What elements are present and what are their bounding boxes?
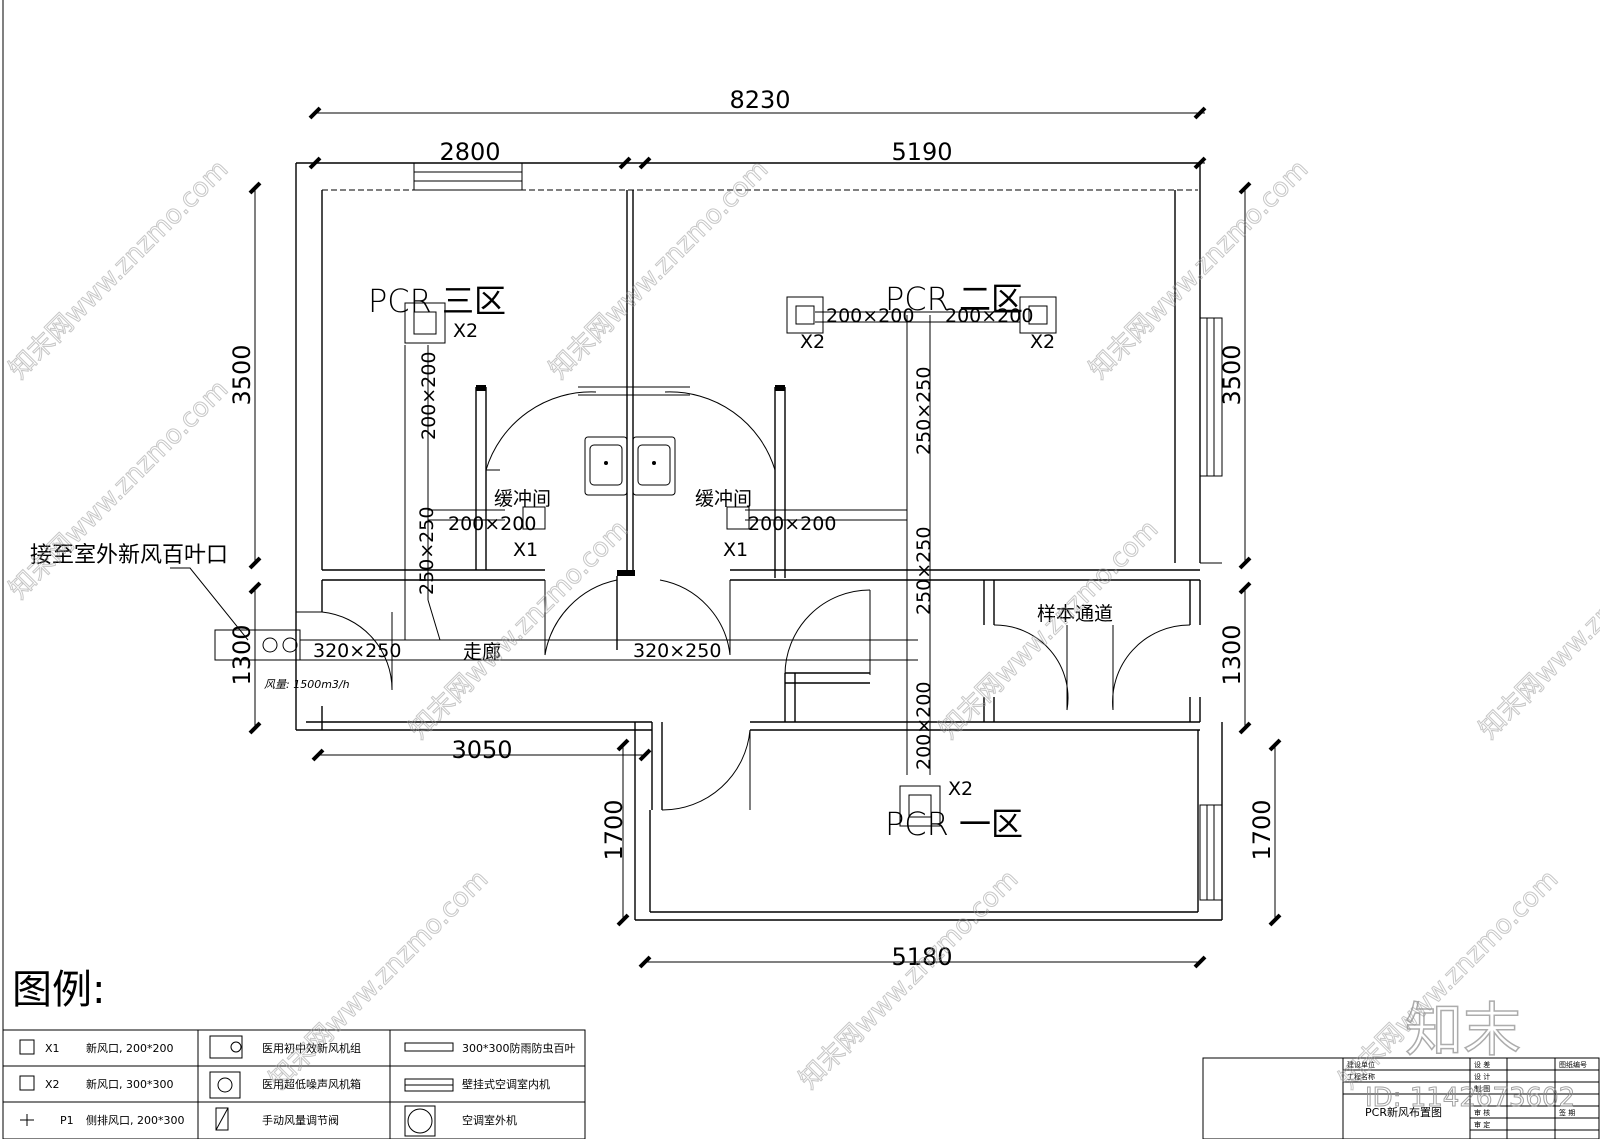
damper-icon — [215, 1107, 229, 1131]
dim-overall-top: 8230 — [729, 86, 790, 114]
legend-r1-c2-text: 医用初中效新风机组 — [262, 1041, 361, 1055]
room-label-buffer-left: 缓冲间 — [494, 488, 551, 510]
room-label-pcr1: PCR 一区 — [885, 805, 1023, 843]
legend-r1-c1-code: X1 — [45, 1042, 60, 1055]
marker-buffer-right-x1: X1 — [723, 539, 748, 561]
legend-r1-c3-text: 300*300防雨防虫百叶 — [462, 1041, 576, 1055]
airflow-label: 风量: 1500m3/h — [264, 678, 350, 691]
legend-r2-c3-text: 壁挂式空调室内机 — [462, 1077, 550, 1091]
legend-r3-c3-text: 空调室外机 — [462, 1113, 517, 1127]
outdoor-unit-icon — [404, 1105, 436, 1137]
legend-r3-c2-text: 手动风量调节阀 — [262, 1113, 339, 1127]
watermark-7: 知末网www.znzmo.com — [1474, 514, 1600, 745]
legend-r1-c1-text: 新风口, 200*200 — [86, 1041, 173, 1055]
marker-pcr1-x2: X2 — [948, 778, 973, 800]
fan-box-icon — [209, 1071, 241, 1099]
dim-left-middle: 1300 — [228, 624, 256, 685]
duct-200x200-v-left: 200×200 — [418, 352, 440, 440]
legend-table — [2, 1029, 586, 1140]
sink-fixtures — [584, 436, 676, 496]
dim-bottom-left: 3050 — [451, 736, 512, 764]
room-label-pcr2: PCR 二区 — [885, 280, 1023, 318]
dimension-lines — [248, 106, 1282, 969]
dim-top-right: 5190 — [891, 138, 952, 166]
tb-right-0: 图纸编号 — [1559, 1060, 1587, 1069]
dim-right-middle: 1300 — [1218, 624, 1246, 685]
dim-right-lower: 1700 — [1248, 799, 1276, 860]
duct-200x200-buffer-right: 200×200 — [748, 513, 836, 535]
tb-mid-2: 制 图 — [1474, 1084, 1490, 1093]
legend-r2-c1-code: X2 — [45, 1078, 60, 1091]
watermark-8: 知末网www.znzmo.com — [264, 864, 495, 1095]
watermark-9: 知末网www.znzmo.com — [794, 864, 1025, 1095]
tb-mid-0: 设 差 — [1474, 1060, 1490, 1069]
duct-250x250-v-left: 250×250 — [416, 507, 438, 595]
room-label-pcr3: PCR 三区 — [368, 282, 506, 320]
outlet-x1-icon — [19, 1039, 35, 1055]
dim-right-upper: 3500 — [1218, 344, 1246, 405]
marker-pcr2-left-x2: X2 — [800, 331, 825, 353]
watermark-1: 知末网www.znzmo.com — [4, 154, 235, 385]
tb-left-0: 建设单位 — [1347, 1060, 1375, 1069]
duct-200x200-v-right-lower: 200×200 — [913, 682, 935, 770]
legend-r2-c1-text: 新风口, 300*300 — [86, 1077, 173, 1091]
drawing-title: PCR新风布置图 — [1365, 1105, 1442, 1119]
legend-r2-c2-text: 医用超低噪声风机箱 — [262, 1077, 361, 1091]
tb-mid-3: 审 核 — [1474, 1108, 1490, 1117]
marker-pcr3-x2: X2 — [453, 320, 478, 342]
duct-200x200-pcr2-left: 200×200 — [826, 305, 914, 327]
side-exhaust-icon — [20, 1114, 34, 1126]
marker-pcr2-right-x2: X2 — [1030, 331, 1055, 353]
tb-mid-4: 审 定 — [1474, 1120, 1490, 1129]
room-label-sample-channel: 样本通道 — [1037, 603, 1113, 625]
watermark-logo: 知末 — [1405, 996, 1521, 1064]
tb-mid-1: 设 计 — [1474, 1072, 1490, 1081]
outdoor-connection-label: 接至室外新风百叶口 — [30, 543, 228, 568]
duct-250x250-v-right-mid: 250×250 — [913, 527, 935, 615]
outdoor-leader-line — [170, 567, 249, 641]
dim-top-left: 2800 — [439, 138, 500, 166]
watermark-4: 知末网www.znzmo.com — [4, 374, 235, 605]
duct-200x200-pcr2-right: 200×200 — [945, 305, 1033, 327]
watermark-3: 知末网www.znzmo.com — [1084, 154, 1315, 385]
marker-buffer-left-x1: X1 — [513, 539, 538, 561]
tb-right-3: 签 期 — [1559, 1108, 1575, 1117]
duct-network — [214, 296, 1057, 827]
legend-r3-c1-text: 侧排风口, 200*300 — [86, 1113, 184, 1127]
doors — [321, 391, 1191, 811]
duct-200x200-buffer-left: 200×200 — [448, 513, 536, 535]
watermark-6: 知末网www.znzmo.com — [934, 514, 1165, 745]
louver-icon — [404, 1042, 454, 1052]
ahu-icon — [209, 1035, 243, 1059]
dim-left-lower: 1700 — [600, 799, 628, 860]
legend-title: 图例: — [12, 967, 105, 1013]
duct-250x250-v-right-upper: 250×250 — [913, 367, 935, 455]
outlet-x2-icon — [19, 1075, 35, 1091]
duct-320x250-left: 320×250 — [313, 640, 401, 662]
legend-r3-c1-code: P1 — [60, 1114, 74, 1127]
dim-left-upper: 3500 — [228, 344, 256, 405]
dim-bottom: 5180 — [891, 943, 952, 971]
watermark-id: ID: 1142673602 — [1365, 1083, 1575, 1113]
room-label-buffer-right: 缓冲间 — [695, 488, 752, 510]
watermark-2: 知末网www.znzmo.com — [544, 154, 775, 385]
duct-320x250-center: 320×250 — [633, 640, 721, 662]
tb-left-1: 工程名称 — [1347, 1072, 1375, 1081]
room-label-corridor: 走廊 — [463, 641, 501, 663]
